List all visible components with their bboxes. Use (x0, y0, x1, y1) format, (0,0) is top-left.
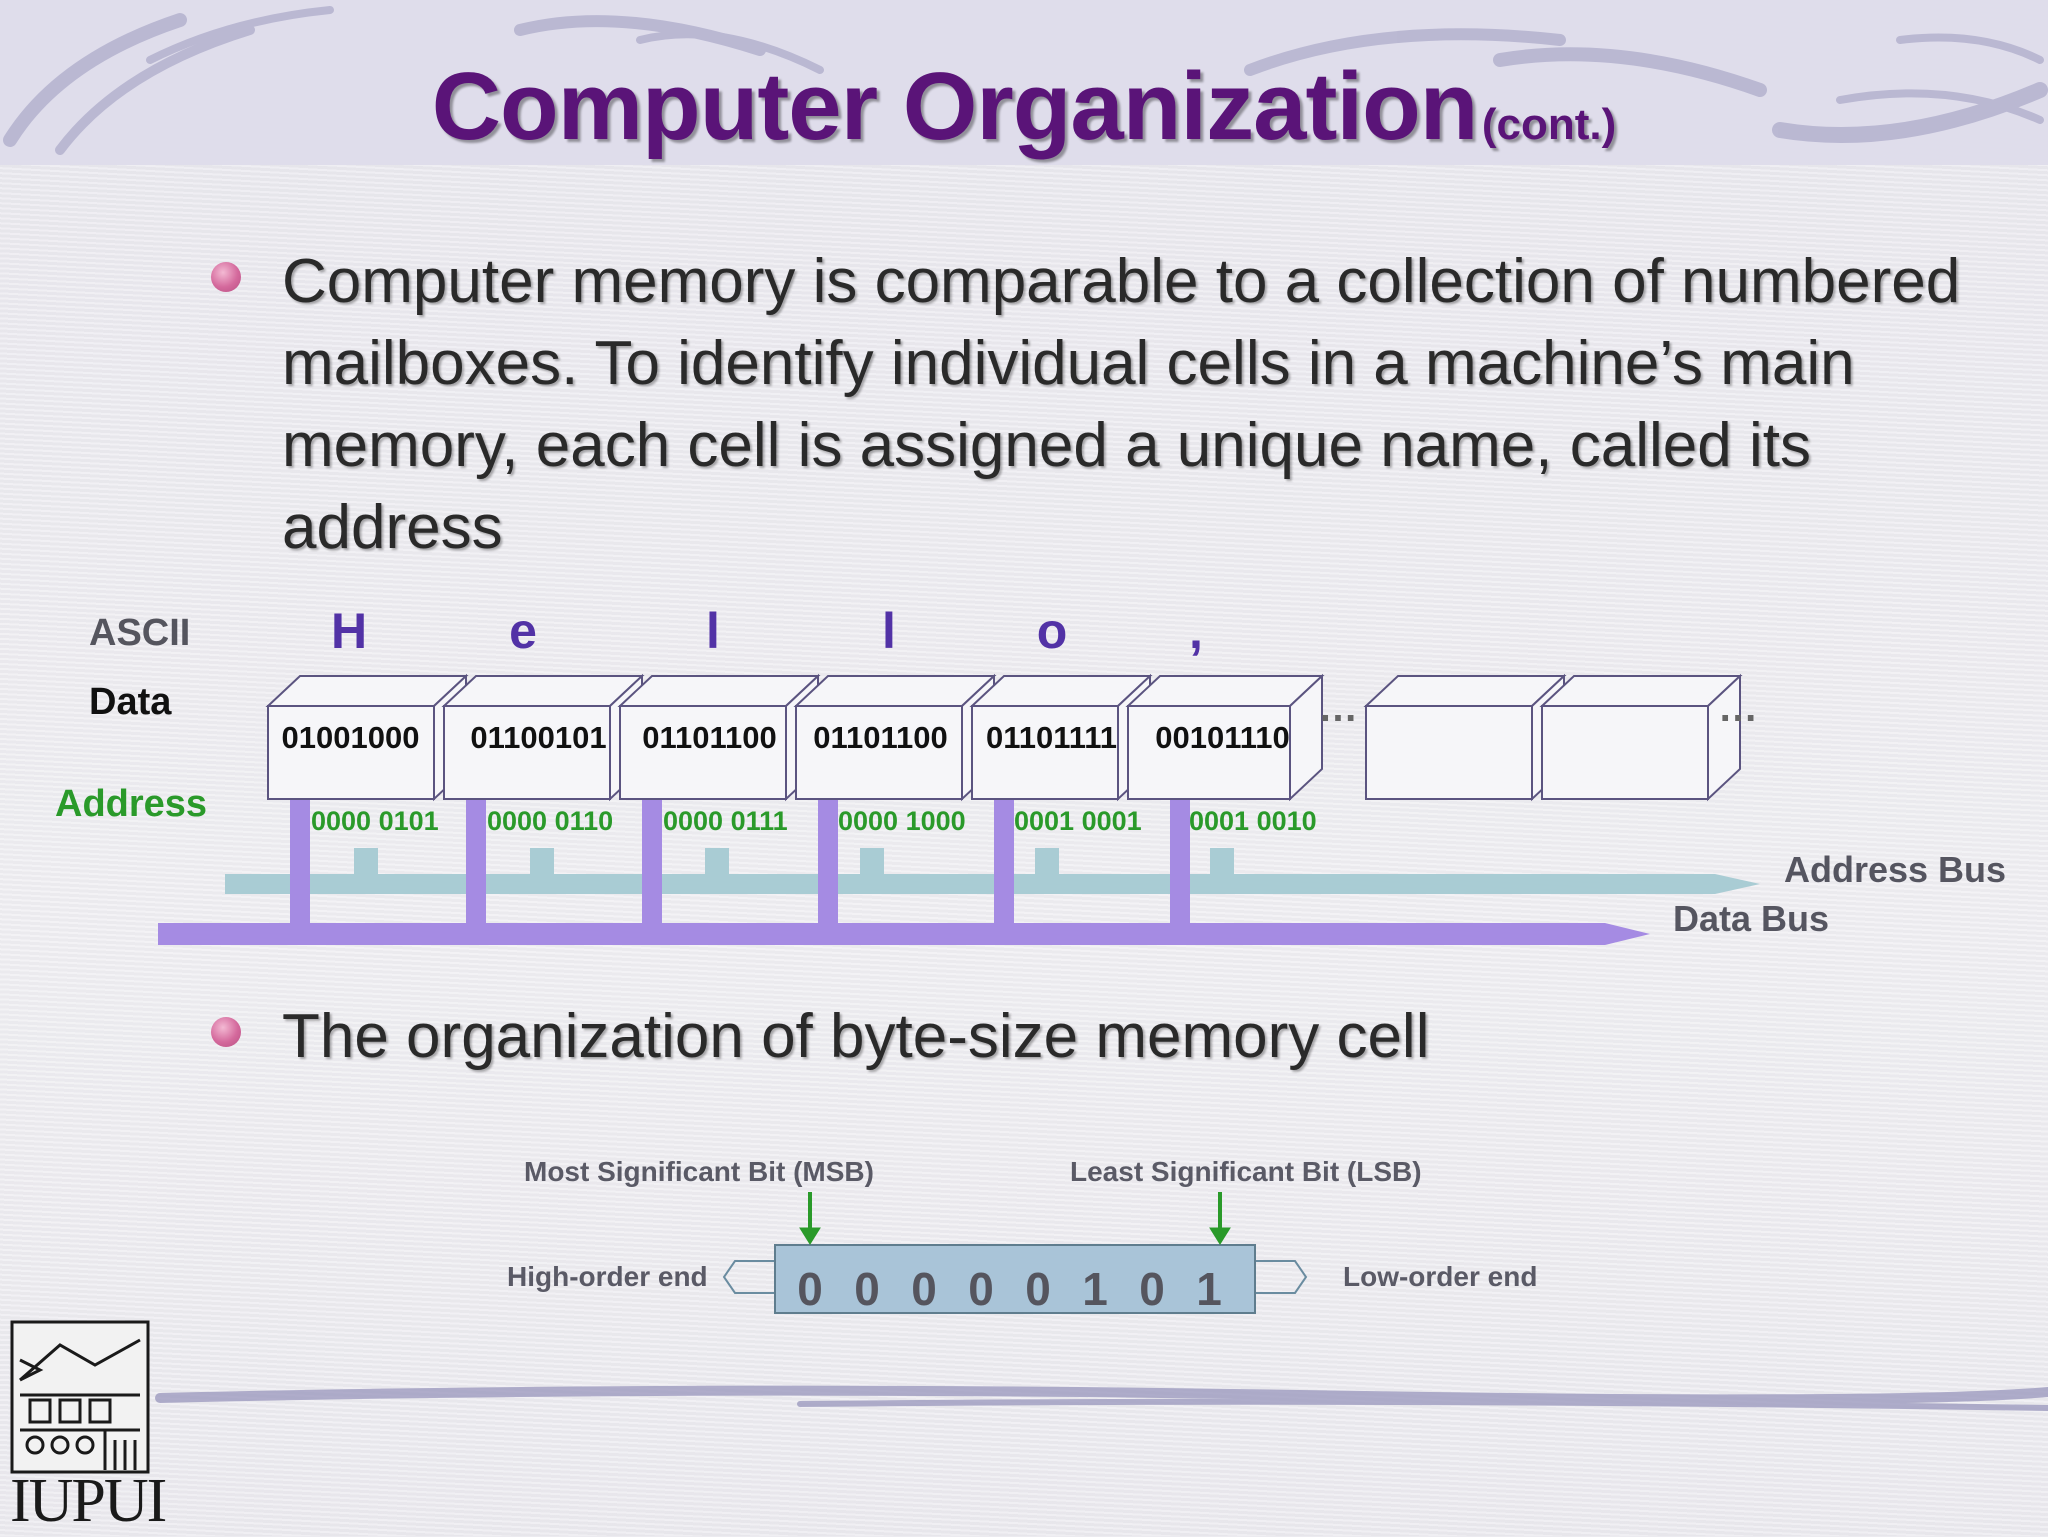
cell-data-value: 01101100 (642, 720, 777, 755)
bullet-icon (211, 1017, 241, 1047)
cell-address: 0000 0110 (487, 806, 614, 836)
data-bus-label: Data Bus (1673, 898, 1830, 939)
cell-data-value: 00101110 (1155, 720, 1290, 755)
bit-digit: 0 (1139, 1263, 1165, 1315)
ascii-row-label: ASCII (89, 612, 191, 654)
ascii-char: l (882, 603, 896, 659)
title-main: Computer Organization (431, 53, 1479, 160)
ellipsis: … (1718, 686, 1762, 730)
header-band (0, 0, 2048, 165)
low-order-label: Low-order end (1343, 1261, 1538, 1292)
logo-text: IUPUI (10, 1467, 167, 1535)
ascii-char: e (509, 603, 537, 659)
memory-cell (1125, 673, 1325, 802)
bit-digit: 0 (797, 1263, 823, 1315)
cell-data-value: 01101111 (985, 720, 1118, 755)
lsb-label: Least Significant Bit (LSB) (1070, 1156, 1422, 1187)
bit-digit: 1 (1082, 1263, 1108, 1315)
cell-data-value: 01100101 (470, 720, 607, 755)
slide-title: Computer Organization (cont.) (0, 52, 2048, 162)
memory-cell-empty (1539, 673, 1743, 802)
address-bus-label: Address Bus (1784, 849, 2007, 890)
address-row-label: Address (55, 783, 208, 825)
data-bus (158, 795, 1650, 945)
bit-digit: 0 (1025, 1263, 1051, 1315)
ellipsis: … (1318, 686, 1362, 730)
cell-address: 0000 1000 (838, 806, 966, 836)
bit-digit: 1 (1196, 1263, 1222, 1315)
cell-data-value: 01101100 (813, 720, 948, 755)
bit-digit: 0 (854, 1263, 880, 1315)
bit-digit: 0 (911, 1263, 937, 1315)
byte-box (774, 1244, 1256, 1314)
bullet-text-1: Computer memory is comparable to a colle… (282, 247, 1961, 562)
address-bus (225, 848, 1760, 894)
cell-address: 0001 0010 (1189, 806, 1317, 836)
memory-cells (265, 673, 1743, 802)
cell-address: 0000 0101 (311, 806, 439, 836)
bullet-icon (211, 262, 241, 292)
ascii-char: l (706, 603, 720, 659)
high-order-label: High-order end (507, 1261, 708, 1292)
ascii-char: o (1036, 603, 1068, 659)
msb-arrow-icon (799, 1192, 821, 1245)
cell-data-value: 01001000 (281, 720, 420, 755)
cell-address: 0001 0001 (1014, 806, 1142, 836)
ascii-char: , (1189, 603, 1203, 659)
lsb-arrow-icon (1209, 1192, 1231, 1245)
msb-label: Most Significant Bit (MSB) (524, 1156, 874, 1187)
data-row-label: Data (89, 681, 172, 723)
bit-digit: 0 (968, 1263, 994, 1315)
cell-address: 0000 0111 (663, 806, 788, 836)
ascii-char: H (330, 603, 368, 659)
title-suffix: (cont.) (1481, 100, 1617, 149)
bullet-text-2: The organization of byte-size memory cel… (282, 1002, 1430, 1071)
